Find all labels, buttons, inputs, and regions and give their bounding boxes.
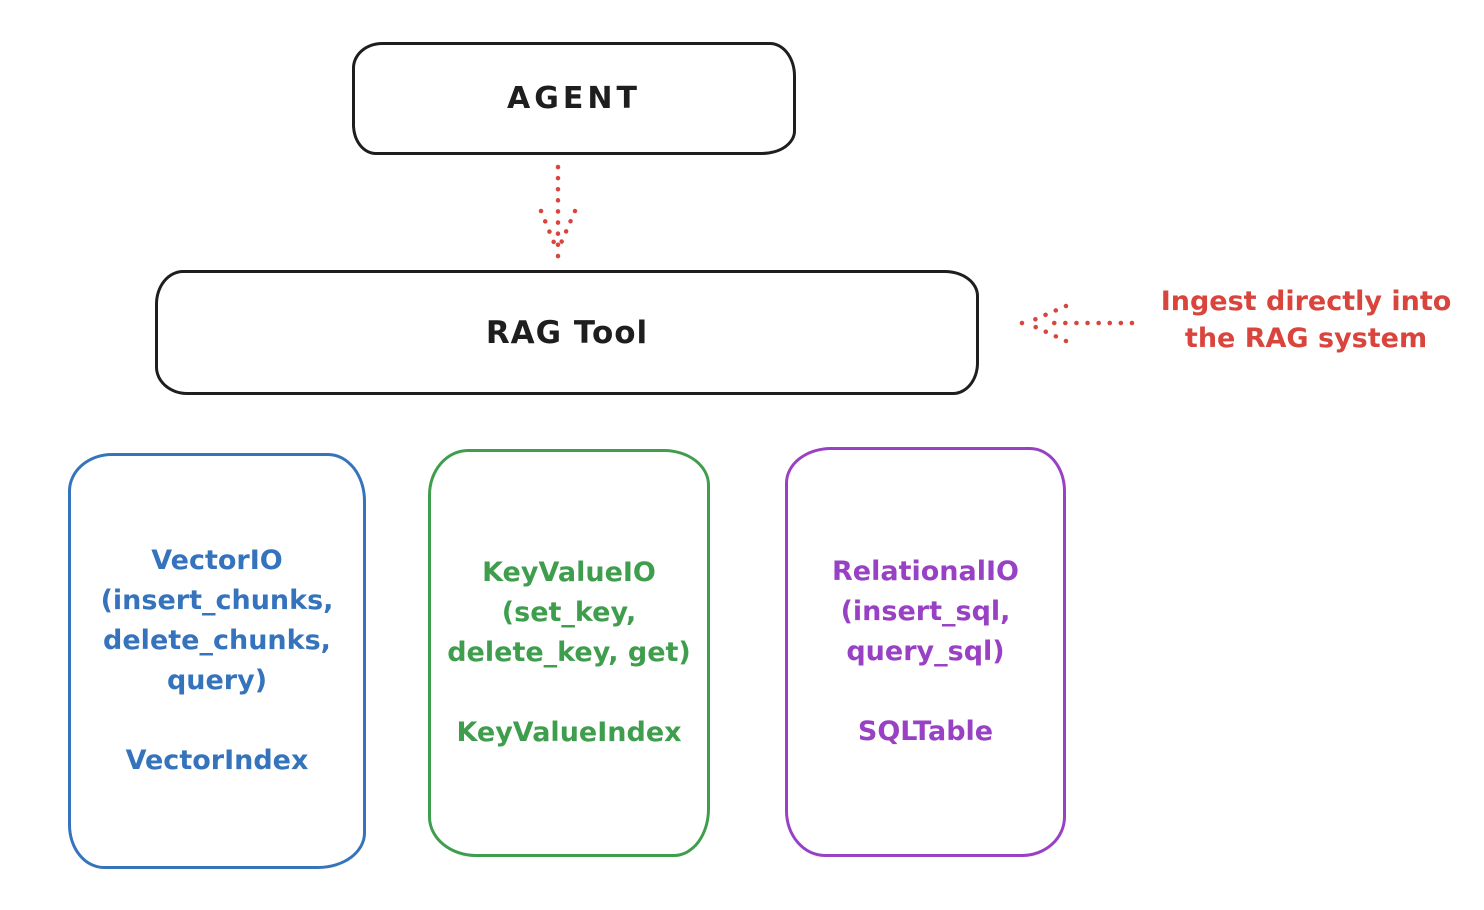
vector-io-methods-line-1: (insert_chunks,	[100, 585, 334, 616]
relational-io-methods-line-1: (insert_sql,	[840, 596, 1011, 627]
keyvalue-io-title: KeyValueIO	[482, 557, 656, 588]
vector-io-title: VectorIO	[151, 545, 283, 576]
keyvalue-io-methods-line-2: delete_key, get)	[447, 637, 691, 668]
ingest-annotation: Ingest directly into the RAG system	[1138, 283, 1474, 357]
rag-tool-node-label: RAG Tool	[485, 314, 649, 351]
vector-index-label: VectorIndex	[125, 745, 309, 776]
agent-node-label: AGENT	[507, 81, 641, 116]
keyvalue-index-label: KeyValueIndex	[456, 717, 682, 748]
vector-io-methods-line-2: delete_chunks,	[103, 625, 331, 656]
agent-node: AGENT	[352, 42, 796, 155]
keyvalue-io-node: KeyValueIO (set_key, delete_key, get) Ke…	[428, 449, 710, 857]
relational-io-node: RelationalIO (insert_sql, query_sql) SQL…	[785, 447, 1066, 857]
vector-io-methods-line-3: query)	[166, 665, 268, 696]
rag-tool-node: RAG Tool	[155, 270, 979, 395]
ingest-annotation-line-2: the RAG system	[1184, 323, 1428, 354]
ingest-annotation-arrow	[1018, 303, 1135, 344]
agent-to-ragtool-arrow	[538, 164, 578, 260]
relational-io-methods-line-2: query_sql)	[846, 636, 1005, 667]
keyvalue-io-methods-line-1: (set_key,	[501, 597, 637, 628]
ingest-annotation-line-1: Ingest directly into	[1160, 286, 1452, 317]
vector-io-node: VectorIO (insert_chunks, delete_chunks, …	[68, 453, 366, 869]
relational-io-title: RelationalIO	[832, 556, 1019, 587]
sql-table-label: SQLTable	[857, 716, 994, 747]
